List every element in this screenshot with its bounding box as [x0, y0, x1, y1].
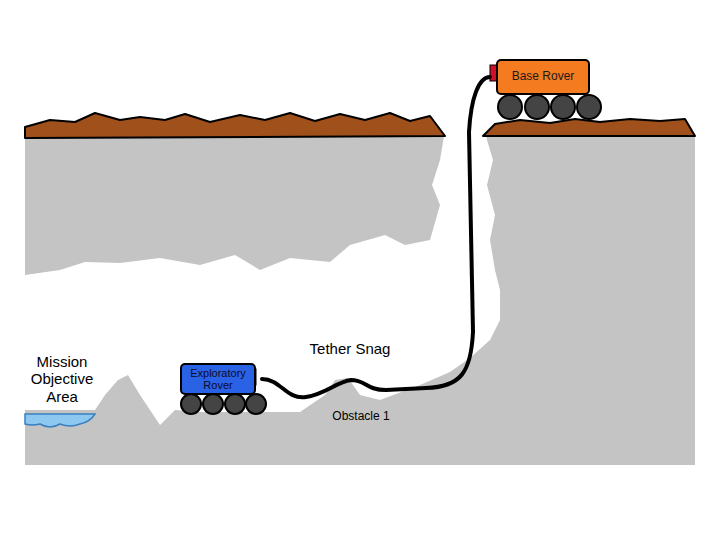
rover-name: Base Rover [512, 70, 575, 83]
rover-name: Exploratory Rover [185, 367, 251, 391]
water-pool [25, 414, 95, 427]
surface-left [25, 113, 445, 138]
obstacle-label: Obstacle 1 [328, 410, 394, 424]
base-rover-wheels [498, 95, 601, 119]
base-rover: Base Rover [496, 59, 590, 95]
objective-label: Mission Objective Area [20, 353, 104, 405]
exploratory-rover-wheels [181, 394, 266, 414]
surface-right [483, 119, 695, 136]
tether-cable [262, 77, 490, 397]
exploratory-rover: Exploratory Rover [180, 363, 256, 395]
snag-label: Tether Snag [300, 340, 400, 357]
